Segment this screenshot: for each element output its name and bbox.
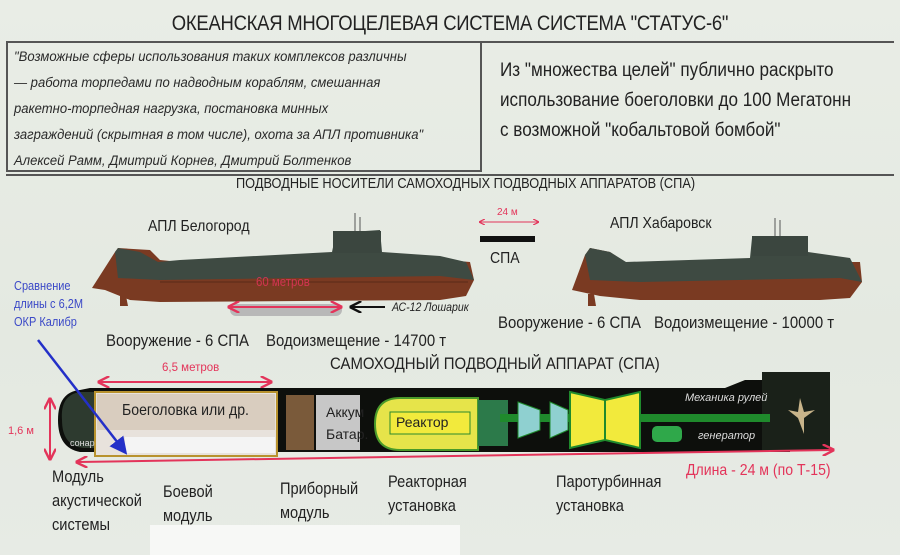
fact-line: с возможной "кобальтовой бомбой" xyxy=(500,120,781,141)
comparison-note-line: ОКР Калибр xyxy=(14,315,77,329)
khabarovsk-displacement: Водоизмещение - 10000 т xyxy=(654,313,835,332)
khabarovsk-armament: Вооружение - 6 СПА xyxy=(498,313,641,332)
scale-length: 24 м xyxy=(497,207,518,218)
quote-line: "Возможные сферы использования таких ком… xyxy=(14,49,407,65)
module-label-acoustic: Модуль акустической системы xyxy=(52,465,142,537)
warhead-label: Боеголовка или др. xyxy=(122,402,249,419)
comparison-note-line: Сравнение xyxy=(14,279,71,293)
page-title: ОКЕАНСКАЯ МНОГОЦЕЛЕВАЯ СИСТЕМА СИСТЕМА "… xyxy=(171,12,729,35)
fact-line: использование боеголовки до 100 Мегатонн xyxy=(500,90,852,111)
module-label-instrument: Приборный модуль xyxy=(280,477,358,525)
spa-vehicle-illustration xyxy=(58,372,830,457)
carriers-heading: ПОДВОДНЫЕ НОСИТЕЛИ САМОХОДНЫХ ПОДВОДНЫХ … xyxy=(236,176,696,192)
belgorod-displacement: Водоизмещение - 14700 т xyxy=(266,331,447,350)
module-label-turbine: Паротурбинная установка xyxy=(556,470,661,518)
generator-label: генератор xyxy=(698,430,756,442)
module-line: установка xyxy=(556,496,624,515)
reactor-label: Реактор xyxy=(396,414,449,430)
module-line: системы xyxy=(52,515,111,534)
bottom-strip xyxy=(150,525,460,555)
khabarovsk-name: АПЛ Хабаровск xyxy=(610,215,712,232)
fact-text: Из "множества целей" публично раскрыто и… xyxy=(500,56,895,146)
spa-total-length: Длина - 24 м (по Т-15) xyxy=(686,462,831,479)
module-line: установка xyxy=(388,496,456,515)
quote-line: заграждений (скрытная в том числе), охот… xyxy=(14,127,424,143)
module-label-combat: Боевой модуль xyxy=(163,480,213,528)
module-line: Модуль xyxy=(52,467,104,486)
belgorod-length-label: 60 метров xyxy=(256,274,310,289)
module-label-reactor: Реакторная установка xyxy=(388,470,467,518)
scale-label: СПА xyxy=(490,250,520,267)
khabarovsk-submarine-illustration xyxy=(572,218,862,306)
battery-label-1: Аккум xyxy=(326,404,365,420)
module-line: Паротурбинная xyxy=(556,472,662,491)
spa-heading: САМОХОДНЫЙ ПОДВОДНЫЙ АППАРАТ (СПА) xyxy=(330,354,660,373)
belgorod-submarine-illustration xyxy=(92,213,474,306)
module-line: модуль xyxy=(280,503,330,522)
quote-box xyxy=(6,41,482,172)
module-line: Боевой xyxy=(163,482,213,501)
belgorod-armament: Вооружение - 6 СПА xyxy=(106,331,249,350)
fact-line: Из "множества целей" публично раскрыто xyxy=(500,60,834,81)
quote-line: ракетно-торпедная нагрузка, постановка м… xyxy=(14,101,329,117)
module-line: модуль xyxy=(163,506,213,525)
belgorod-name: АПЛ Белогород xyxy=(148,218,250,235)
module-line: Реакторная xyxy=(388,472,467,491)
module-line: Приборный xyxy=(280,479,359,498)
quote-line: — работа торпедами по надводным кораблям… xyxy=(14,75,381,91)
sonar-label: сонар xyxy=(70,438,95,448)
quote-text: "Возможные сферы использования таких ком… xyxy=(14,44,446,174)
quote-authors: Алексей Рамм, Дмитрий Корнев, Дмитрий Бо… xyxy=(14,153,352,169)
comparison-note-line: длины с 6,2М xyxy=(14,297,84,311)
battery-label-2: Батар. xyxy=(326,426,369,442)
spa-diameter: 1,6 м xyxy=(8,425,34,437)
comparison-note: Сравнение длины с 6,2М ОКР Калибр xyxy=(14,277,83,331)
minisub-label: АС-12 Лошарик xyxy=(392,300,469,314)
rudder-mech-label: Механика рулей xyxy=(685,392,768,404)
warhead-length: 6,5 метров xyxy=(162,362,220,374)
module-line: акустической xyxy=(52,491,142,510)
